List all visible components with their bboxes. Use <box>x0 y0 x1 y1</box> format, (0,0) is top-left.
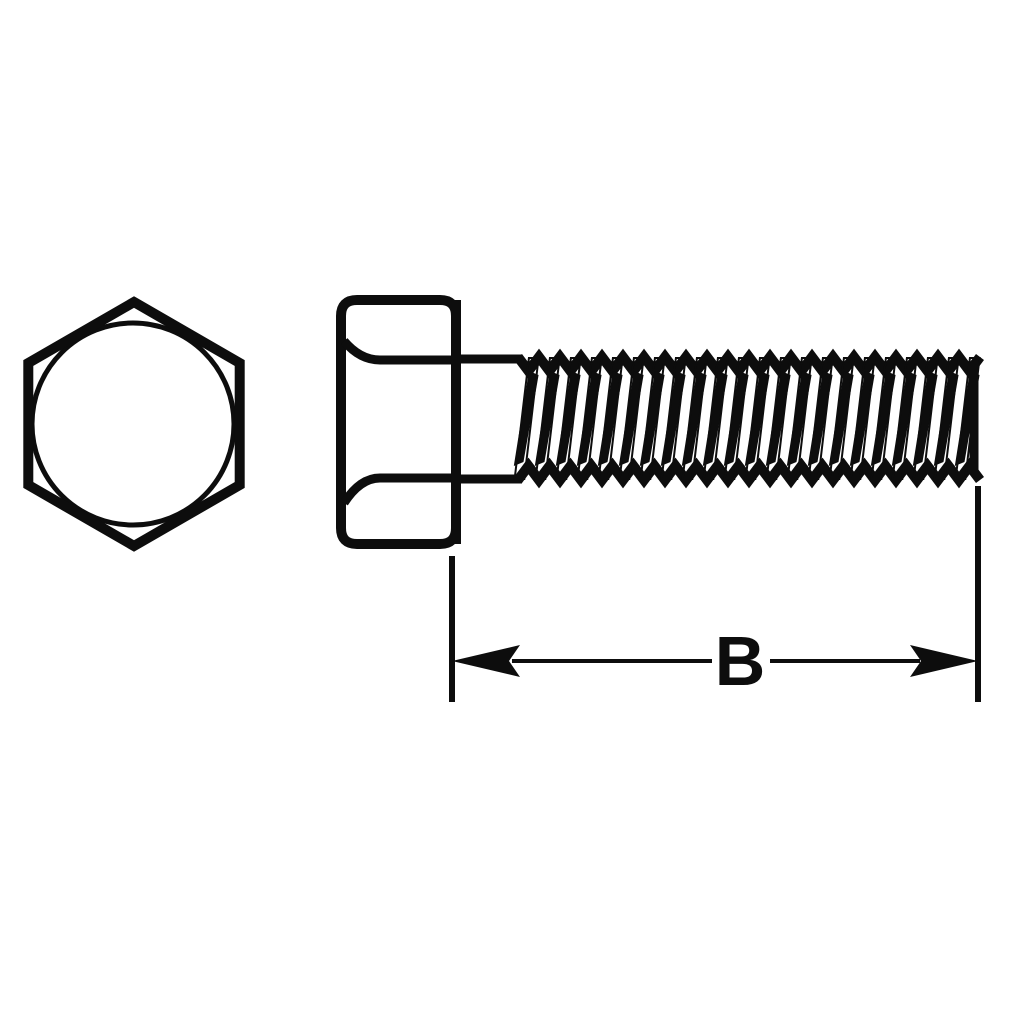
thread-flank <box>702 371 728 466</box>
thread-flank <box>870 371 896 466</box>
head-chamfer-top-line <box>340 338 456 365</box>
thread-tooth-outline <box>513 357 540 480</box>
end-view-group <box>23 296 245 552</box>
thread-tooth-outline <box>702 357 729 480</box>
thread-tooth-outline <box>765 357 792 480</box>
thread-flank <box>744 371 770 466</box>
thread-tooth-outline <box>555 357 582 480</box>
thread-tooth-outline <box>681 357 708 480</box>
head-chamfer-bottom-line <box>340 473 456 506</box>
thread-flank <box>660 371 686 466</box>
thread-tooth-outline <box>807 357 834 480</box>
thread-tooth-outline <box>744 357 771 480</box>
thread-profile-group <box>513 348 984 489</box>
thread-tooth-outline <box>576 357 603 480</box>
thread-tooth-outline <box>891 357 918 480</box>
thread-flank <box>828 371 854 466</box>
thread-flank <box>597 371 623 466</box>
thread-tooth-outline <box>870 357 897 480</box>
thread-tooth-outline <box>597 357 624 480</box>
thread-tooth-outline <box>786 357 813 480</box>
thread-flank <box>618 371 644 466</box>
dimension-label-b: B <box>715 622 766 700</box>
thread-tooth-outline <box>618 357 645 480</box>
thread-flank <box>534 371 560 466</box>
dimension-arrow-right <box>910 645 978 677</box>
thread-flank <box>786 371 812 466</box>
thread-tooth-outline <box>723 357 750 480</box>
thread-flank <box>849 371 875 466</box>
thread-flank <box>576 371 602 466</box>
thread-flank <box>807 371 833 466</box>
thread-tooth-outline <box>828 357 855 480</box>
thread-flank <box>912 371 938 466</box>
dimension-b-group: B <box>449 486 981 702</box>
thread-flank <box>555 371 581 466</box>
side-view-group <box>336 295 984 549</box>
thread-flank <box>513 371 539 466</box>
thread-tooth-outline <box>639 357 666 480</box>
thread-tooth-outline <box>849 357 876 480</box>
thread-flank <box>891 371 917 466</box>
thread-flank <box>681 371 707 466</box>
head-hexagon <box>23 296 245 552</box>
thread-tooth-outline <box>534 357 561 480</box>
thread-flank <box>639 371 665 466</box>
thread-flank <box>765 371 791 466</box>
thread-tooth-outline <box>954 357 981 480</box>
thread-tooth-outline <box>660 357 687 480</box>
thread-flank <box>723 371 749 466</box>
thread-flank <box>933 371 959 466</box>
thread-tooth-outline <box>912 357 939 480</box>
thread-tooth-outline <box>933 357 960 480</box>
dimension-arrow-left <box>452 645 520 677</box>
